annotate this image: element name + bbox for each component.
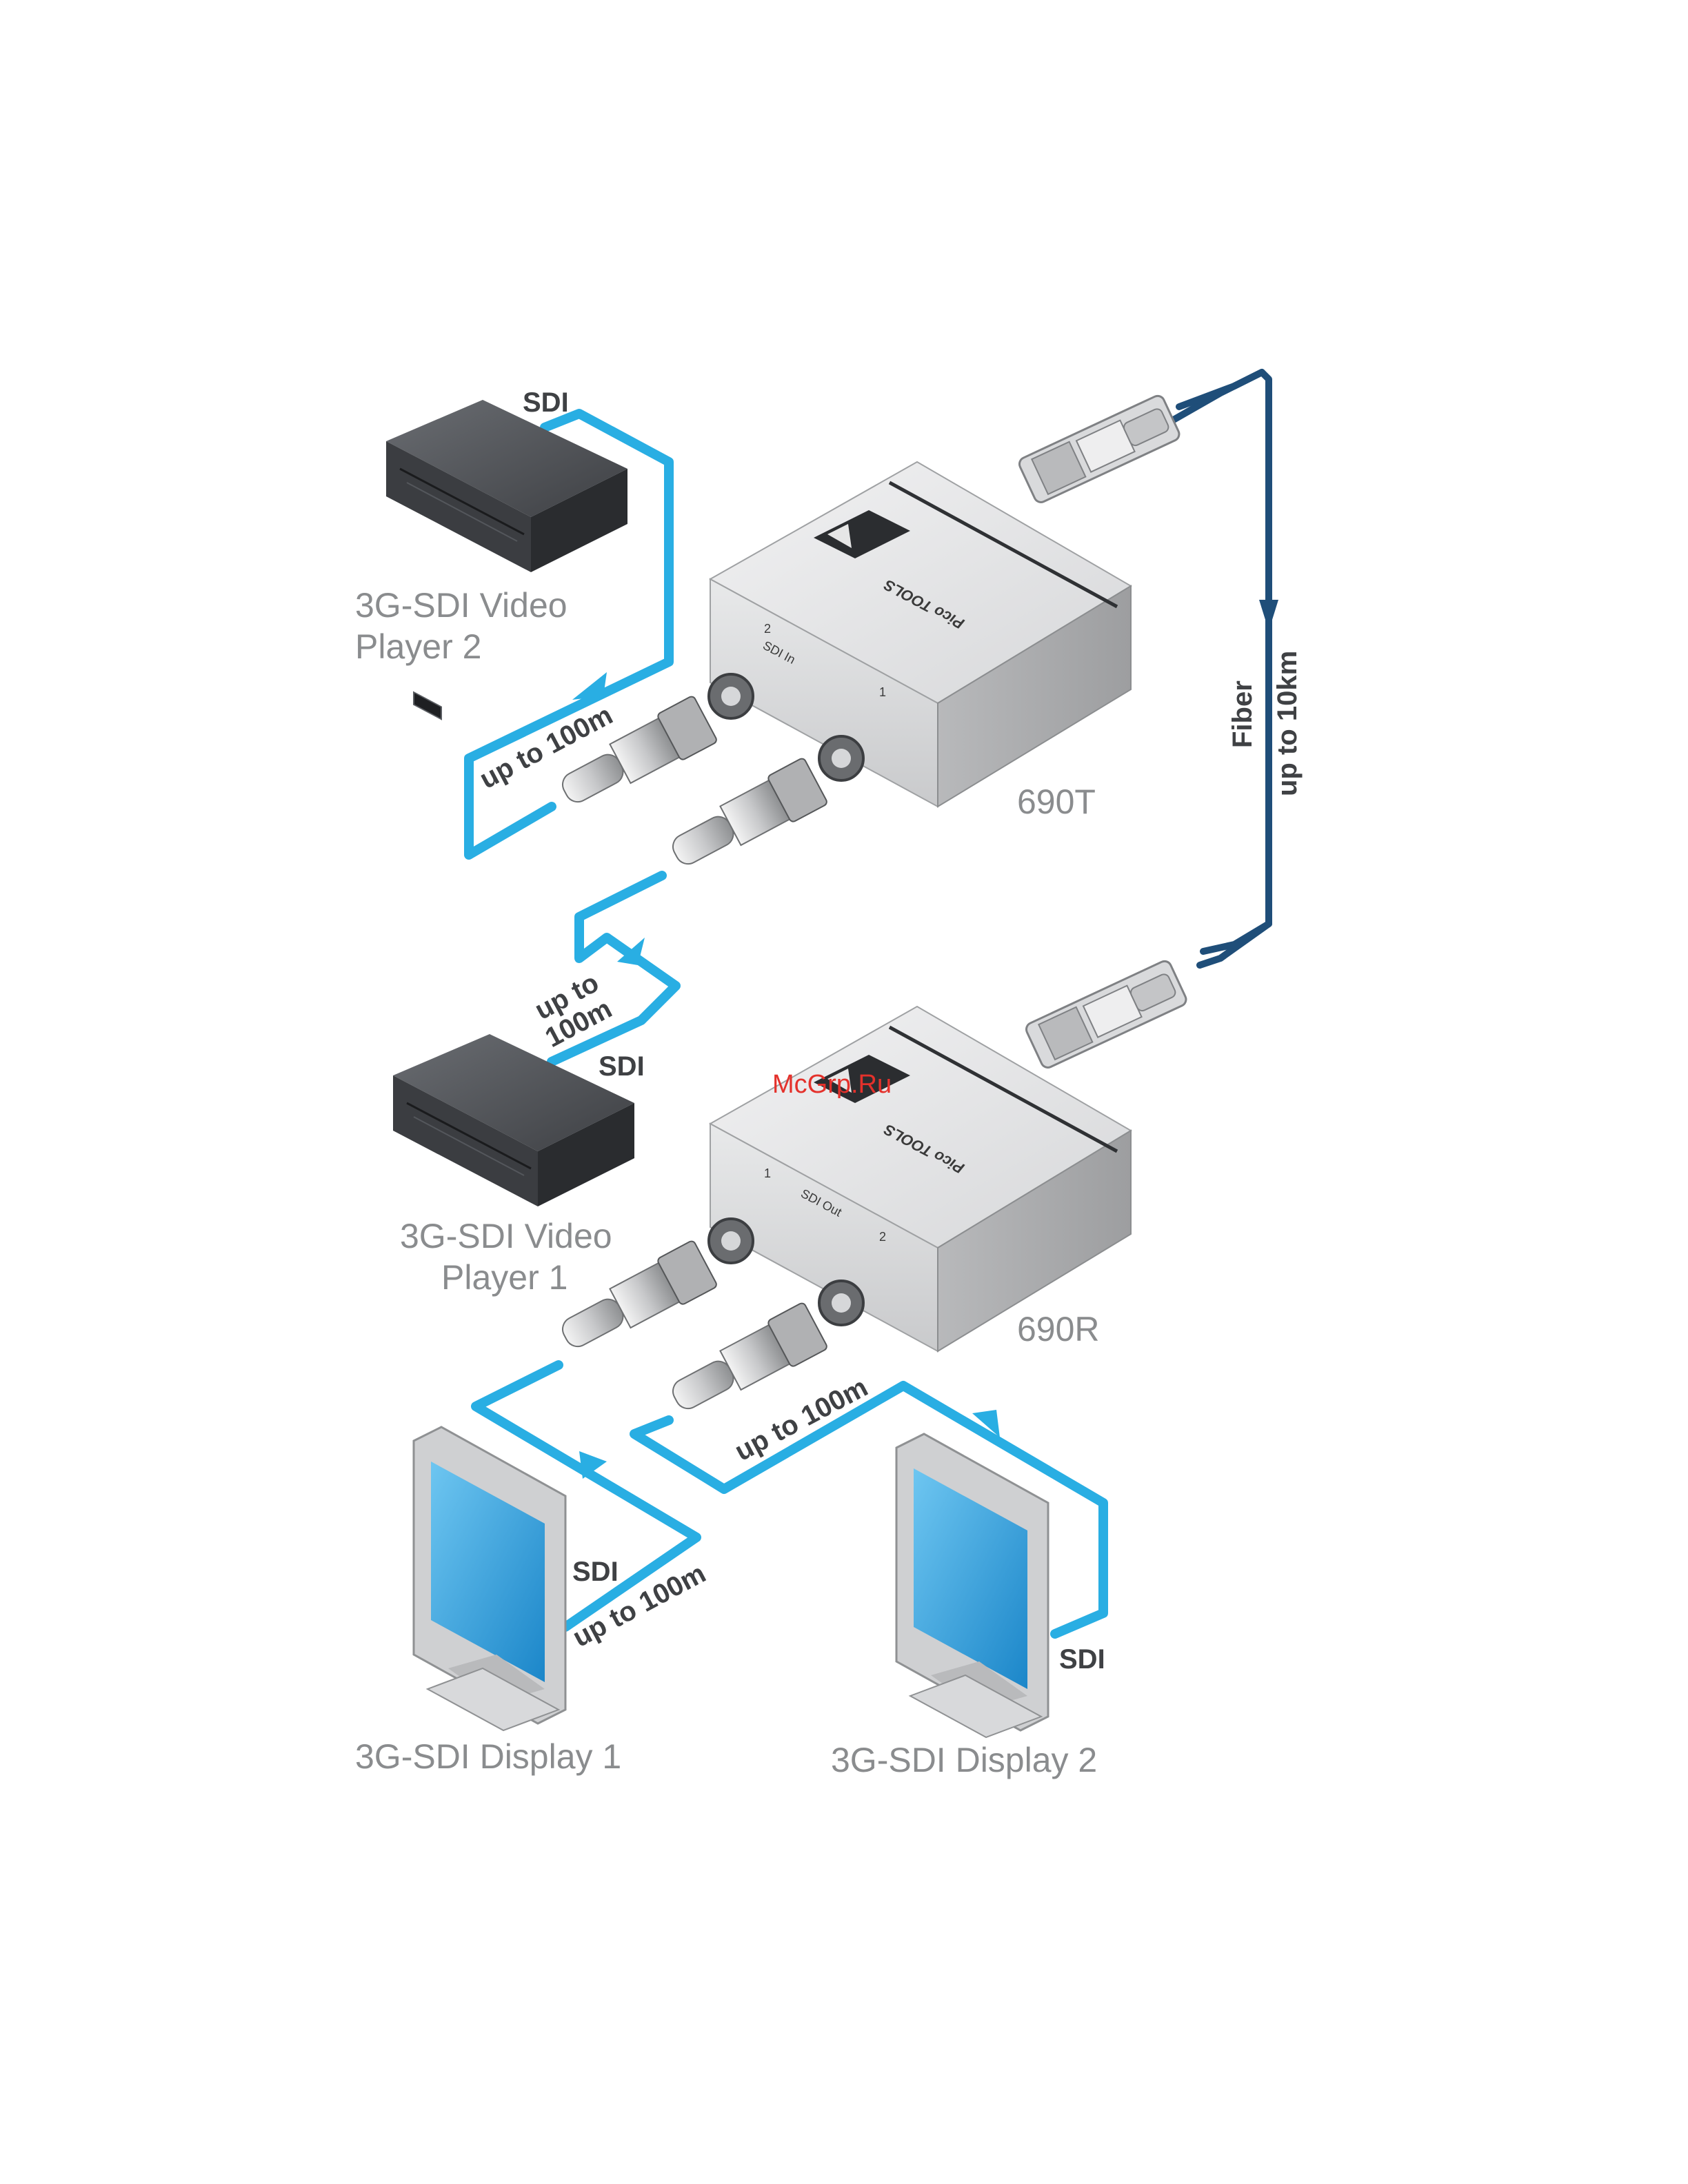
bnc-connector-t1: [663, 757, 828, 878]
fiber-connector-bottom: [1024, 959, 1188, 1070]
display-1: [414, 1427, 565, 1730]
port-sdi-in-2: [709, 674, 753, 718]
r-port1-label: 1: [764, 1166, 771, 1180]
player1-label-line1: 3G-SDI Video: [400, 1217, 612, 1255]
bnc-connector-r1: [553, 1240, 718, 1360]
port-sdi-out-1: [709, 1219, 753, 1263]
display1-label: 3G-SDI Display 1: [355, 1737, 621, 1776]
t-port2-label: 2: [764, 622, 771, 636]
player2-label-line2: Player 2: [355, 627, 481, 666]
player2-sdi-label: SDI: [523, 387, 569, 418]
transmitter-690t: [709, 462, 1131, 807]
display-2: [896, 1434, 1048, 1737]
arrow-player2: [572, 672, 607, 700]
port-sdi-out-2: [819, 1281, 863, 1325]
display2-label: 3G-SDI Display 2: [831, 1741, 1097, 1779]
fiber-cable: [1172, 372, 1269, 965]
video-player-2: [386, 400, 627, 719]
display1-sdi-label: SDI: [572, 1557, 619, 1587]
player1-sdi-label: SDI: [599, 1051, 645, 1082]
t-port1-label: 1: [879, 685, 886, 699]
watermark: McGrp.Ru: [772, 1070, 892, 1099]
display2-sdi-label: SDI: [1059, 1644, 1105, 1675]
r-port2-label: 2: [879, 1230, 886, 1244]
fiber-connector-top: [1017, 394, 1181, 505]
fiber-label: Fiber: [1227, 680, 1258, 748]
fiber-length-label: up to 10km: [1272, 651, 1303, 796]
player1-label-line2: Player 1: [441, 1258, 567, 1297]
fiber-arrow: [1259, 600, 1278, 631]
receiver-model-label: 690R: [1017, 1310, 1100, 1348]
transmitter-model-label: 690T: [1017, 782, 1096, 821]
port-sdi-in-1: [819, 736, 863, 780]
player2-label-line1: 3G-SDI Video: [355, 586, 567, 625]
